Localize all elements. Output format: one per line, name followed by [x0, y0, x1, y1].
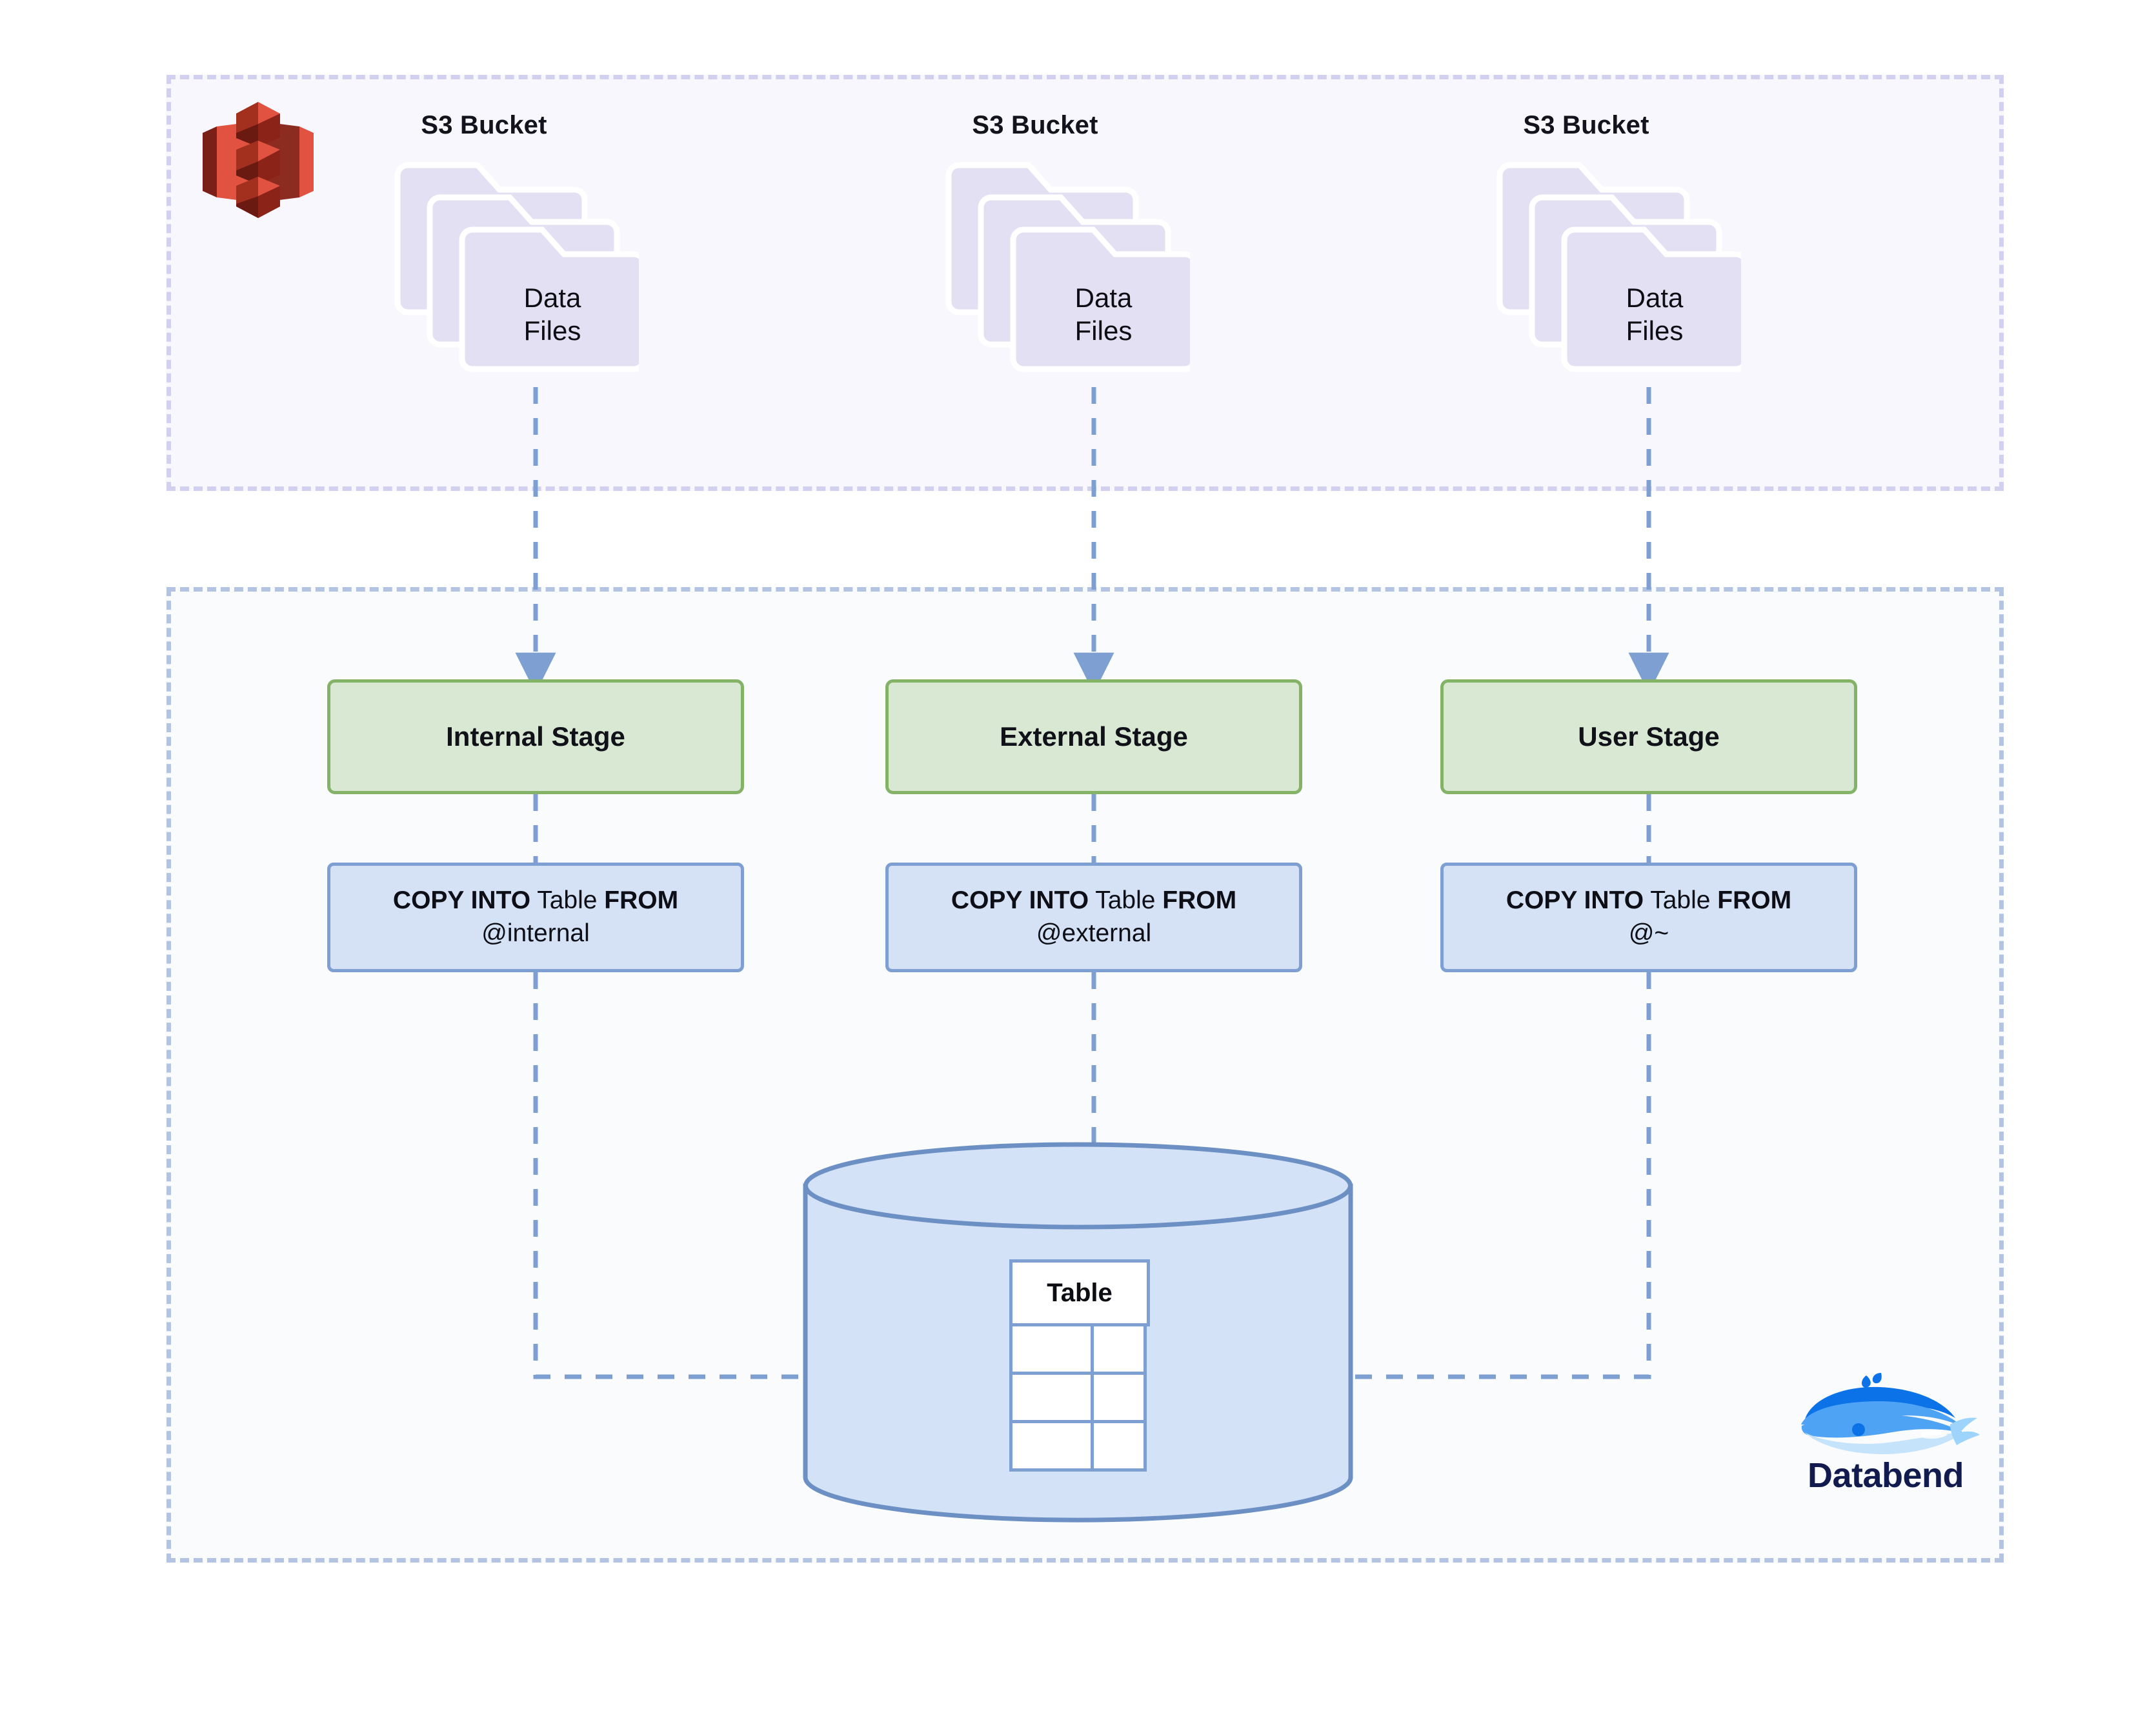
databend-brand: Databend [1789, 1373, 1982, 1521]
stage-label: User Stage [1578, 721, 1720, 752]
table-cell [1009, 1420, 1094, 1472]
s3-bucket-label: S3 Bucket [1523, 111, 1649, 139]
aws-s3-icon [194, 95, 323, 225]
folder-stack-icon: Data Files [1496, 160, 1741, 373]
data-files-label: Data Files [1626, 283, 1684, 346]
table-header-label: Table [1047, 1278, 1113, 1307]
internal-stage-box[interactable]: Internal Stage [327, 679, 744, 794]
copy-statement-source: @external [1036, 919, 1152, 947]
external-stage-box[interactable]: External Stage [885, 679, 1302, 794]
table-row [1009, 1323, 1150, 1375]
table-row [1009, 1372, 1150, 1423]
data-files-label: Data Files [1074, 283, 1133, 346]
table-cell [1091, 1420, 1147, 1472]
copy-statement-line-1: COPY INTO Table FROM [1506, 886, 1792, 915]
copy-into-internal-box[interactable]: COPY INTO Table FROM @internal [327, 863, 744, 972]
databend-whale-icon [1801, 1373, 1980, 1454]
s3-bucket-group-3: S3 Bucket Data Files [1386, 97, 1786, 394]
table-cell [1091, 1323, 1147, 1375]
table-cell [1009, 1372, 1094, 1423]
copy-statement-source: @internal [481, 919, 590, 947]
s3-bucket-label: S3 Bucket [972, 111, 1098, 139]
folder-stack-icon: Data Files [394, 160, 639, 373]
stage-label: Internal Stage [446, 721, 625, 752]
copy-statement-source: @~ [1628, 919, 1669, 947]
s3-bucket-group-2: S3 Bucket Data Files [835, 97, 1235, 394]
copy-into-user-box[interactable]: COPY INTO Table FROM @~ [1440, 863, 1857, 972]
copy-statement-line-1: COPY INTO Table FROM [951, 886, 1237, 915]
copy-into-external-box[interactable]: COPY INTO Table FROM @external [885, 863, 1302, 972]
databend-wordmark: Databend [1807, 1456, 1964, 1495]
stage-label: External Stage [1000, 721, 1188, 752]
table-cell [1009, 1323, 1094, 1375]
table-row [1009, 1420, 1150, 1472]
folder-stack-icon: Data Files [945, 160, 1190, 373]
s3-bucket-label: S3 Bucket [421, 111, 547, 139]
copy-statement-line-1: COPY INTO Table FROM [392, 886, 679, 915]
table-header-cell: Table [1009, 1259, 1150, 1326]
table-glyph[interactable]: Table [1009, 1259, 1150, 1474]
user-stage-box[interactable]: User Stage [1440, 679, 1857, 794]
data-files-label: Data Files [523, 283, 581, 346]
s3-bucket-group-1: S3 Bucket Data Files [284, 97, 684, 394]
table-cell [1091, 1372, 1147, 1423]
